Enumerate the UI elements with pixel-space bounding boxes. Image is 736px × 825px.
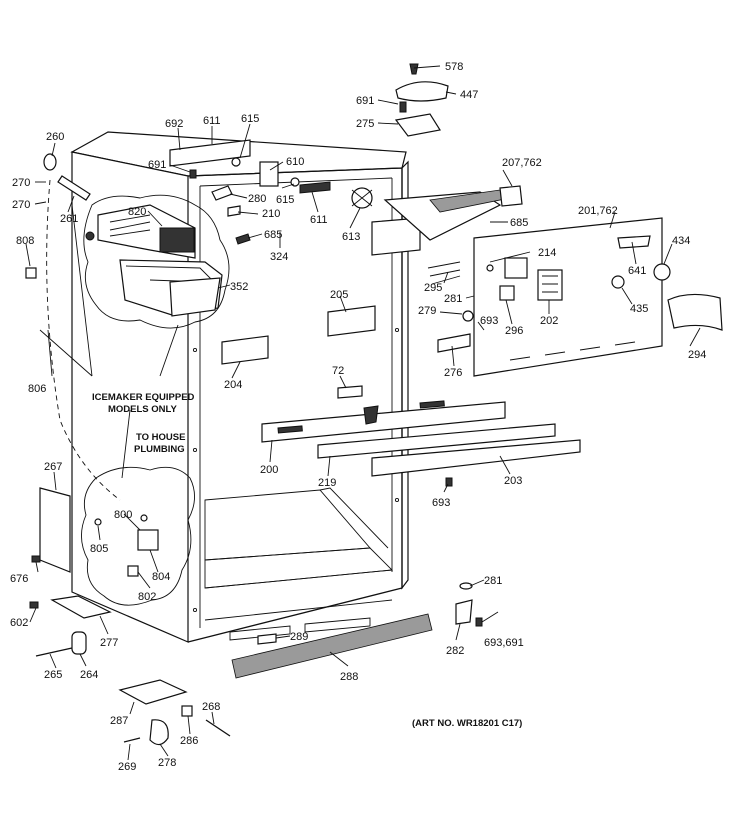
leader-lines xyxy=(25,65,701,761)
ice-bucket xyxy=(119,259,223,317)
icemaker-note-line2: MODELS ONLY xyxy=(108,404,177,415)
part-label-280: 280 xyxy=(248,193,266,205)
upper-hardware xyxy=(169,139,300,245)
part-label-691: 691 xyxy=(148,159,166,171)
part-label-288: 288 xyxy=(340,671,358,683)
part-label-692: 692 xyxy=(165,118,183,130)
part-label-264: 264 xyxy=(80,669,98,681)
part-label-685: 685 xyxy=(264,229,282,241)
plumbing-note-line1: TO HOUSE xyxy=(136,432,185,443)
part-label-276: 276 xyxy=(444,367,462,379)
part-label-610: 610 xyxy=(286,156,304,168)
water-line-dashed xyxy=(46,179,121,501)
rails-and-brackets xyxy=(221,305,581,477)
art-number: (ART NO. WR18201 C17) xyxy=(412,718,522,729)
kickplate-288 xyxy=(231,613,433,679)
part-label-691: 691 xyxy=(356,95,374,107)
part-label-278: 278 xyxy=(158,757,176,769)
part-label-641: 641 xyxy=(628,265,646,277)
part-label-219: 219 xyxy=(318,477,336,489)
part-label-806: 806 xyxy=(28,383,46,395)
plumbing-parts xyxy=(94,514,159,577)
hinge-cover-assembly xyxy=(394,63,449,137)
part-label-265: 265 xyxy=(44,669,62,681)
part-label-270: 270 xyxy=(12,199,30,211)
part-label-676: 676 xyxy=(10,573,28,585)
part-label-693: 693 xyxy=(480,315,498,327)
part-label-602: 602 xyxy=(10,617,28,629)
part-label-214: 214 xyxy=(538,247,556,259)
part-label-269: 269 xyxy=(118,761,136,773)
icemaker-callout-outline xyxy=(83,194,230,329)
part-label-615: 615 xyxy=(276,194,294,206)
part-label-207-762: 207,762 xyxy=(502,157,542,169)
part-label-289: 289 xyxy=(290,631,308,643)
part-label-435: 435 xyxy=(630,303,648,315)
evaporator-fan-assembly xyxy=(259,161,523,256)
part-label-268: 268 xyxy=(202,701,220,713)
part-label-261: 261 xyxy=(60,213,78,225)
part-label-615: 615 xyxy=(241,113,259,125)
part-label-200: 200 xyxy=(260,464,278,476)
part-label-295: 295 xyxy=(424,282,442,294)
control-panel-201 xyxy=(427,217,671,377)
part-label-260: 260 xyxy=(46,131,64,143)
part-label-434: 434 xyxy=(672,235,690,247)
icemaker-assembly xyxy=(85,204,196,259)
lower-left-parts xyxy=(25,267,112,657)
part-label-352: 352 xyxy=(230,281,248,293)
part-label-277: 277 xyxy=(100,637,118,649)
part-label-286: 286 xyxy=(180,735,198,747)
part-label-275: 275 xyxy=(356,118,374,130)
plumbing-note-line2: PLUMBING xyxy=(134,444,185,455)
part-label-805: 805 xyxy=(90,543,108,555)
bottom-parts xyxy=(118,477,483,746)
part-label-294: 294 xyxy=(688,349,706,361)
part-label-578: 578 xyxy=(445,61,463,73)
part-label-202: 202 xyxy=(540,315,558,327)
part-label-820: 820 xyxy=(128,206,146,218)
part-label-270: 270 xyxy=(12,177,30,189)
icemaker-note-line1: ICEMAKER EQUIPPED xyxy=(92,392,195,403)
part-label-804: 804 xyxy=(152,571,170,583)
part-label-204: 204 xyxy=(224,379,242,391)
part-label-611: 611 xyxy=(203,115,221,127)
part-label-279: 279 xyxy=(418,305,436,317)
plumbing-callout-outline xyxy=(81,466,195,606)
part-label-72: 72 xyxy=(332,365,344,377)
part-label-800: 800 xyxy=(114,509,132,521)
part-label-210: 210 xyxy=(262,208,280,220)
note-arrows xyxy=(39,204,179,479)
part-label-685: 685 xyxy=(510,217,528,229)
part-label-267: 267 xyxy=(44,461,62,473)
part-label-447: 447 xyxy=(460,89,478,101)
cover-294 xyxy=(667,293,723,331)
part-label-201-762: 201,762 xyxy=(578,205,618,217)
part-label-287: 287 xyxy=(110,715,128,727)
part-label-203: 203 xyxy=(504,475,522,487)
part-label-281: 281 xyxy=(484,575,502,587)
part-label-613: 613 xyxy=(342,231,360,243)
part-label-205: 205 xyxy=(330,289,348,301)
part-label-324: 324 xyxy=(270,251,288,263)
part-label-281: 281 xyxy=(444,293,462,305)
water-valve-260 xyxy=(43,153,91,201)
part-label-693: 693 xyxy=(432,497,450,509)
part-label-802: 802 xyxy=(138,591,156,603)
part-label-808: 808 xyxy=(16,235,34,247)
part-label-611: 611 xyxy=(310,214,328,226)
part-label-296: 296 xyxy=(505,325,523,337)
part-label-282: 282 xyxy=(446,645,464,657)
part-label-693-691: 693,691 xyxy=(484,637,524,649)
